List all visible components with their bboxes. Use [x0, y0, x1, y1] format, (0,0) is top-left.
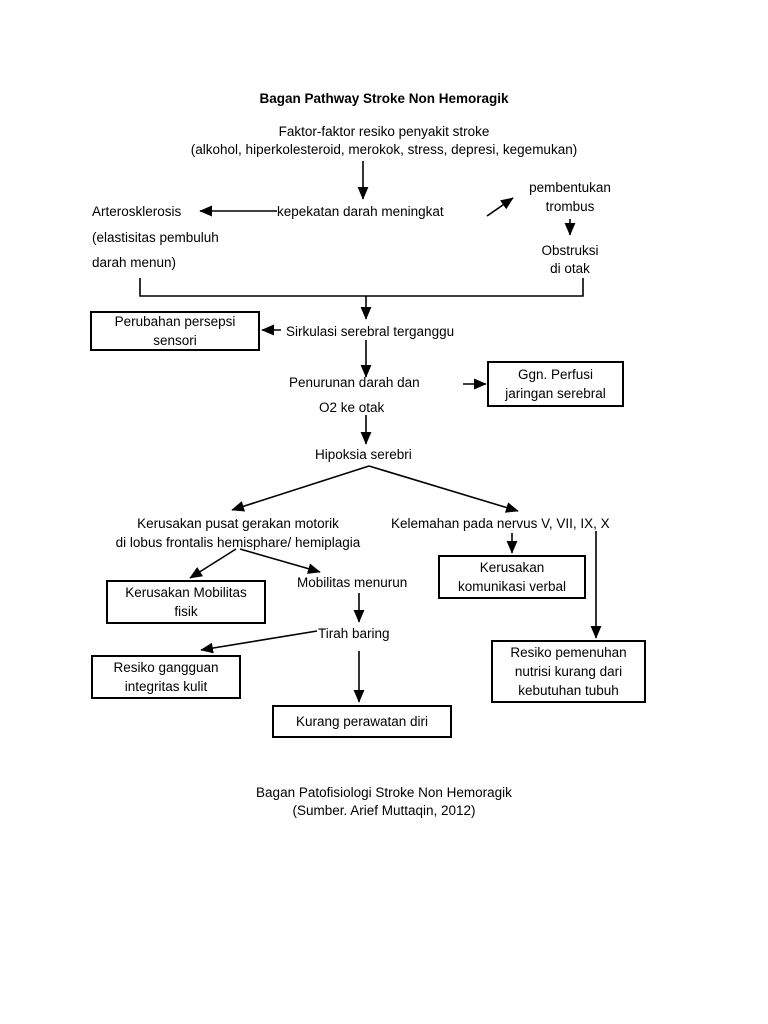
node-arterosklerosis-line2: (elastisitas pembuluh: [92, 230, 219, 245]
node-mobilitas-menurun: Mobilitas menurun: [297, 575, 408, 590]
node-arterosklerosis-line3: darah menun): [92, 255, 177, 270]
caption-line2: (Sumber. Arief Muttaqin, 2012): [292, 803, 476, 818]
node-obstruksi-line1: Obstruksi: [541, 243, 599, 258]
box-ggn-perfusi-label: Ggn. Perfusi jaringan serebral: [505, 367, 606, 401]
box-perubahan-persepsi-sensori-label: Perubahan persepsi sensori: [114, 314, 236, 348]
node-pembentukan-trombus-line2: trombus: [545, 199, 595, 214]
box-resiko-nutrisi-label: Resiko pemenuhan nutrisi kurang dari keb…: [510, 645, 627, 698]
arrow-tirah-to-integritas: [200, 630, 318, 654]
node-penurunan-line2: O2 ke otak: [319, 400, 385, 415]
box-resiko-pemenuhan-nutrisi[interactable]: Resiko pemenuhan nutrisi kurang dari keb…: [491, 640, 646, 703]
node-kerusakan-motorik-line2: di lobus frontalis hemisphare/ hemiplagi…: [115, 535, 361, 550]
box-kerusakan-mobilitas-fisik-label: Kerusakan Mobilitas fisik: [125, 585, 247, 619]
node-kelemahan-nervus: Kelemahan pada nervus V, VII, IX, X: [391, 516, 610, 531]
box-ggn-perfusi-jaringan-serebral[interactable]: Ggn. Perfusi jaringan serebral: [487, 361, 624, 407]
node-tirah-baring: Tirah baring: [318, 626, 390, 641]
box-kurang-perawatan-diri[interactable]: Kurang perawatan diri: [272, 705, 452, 738]
arrow-hipoksia-to-nervus: [368, 465, 519, 513]
page-title: Bagan Pathway Stroke Non Hemoragik: [259, 91, 509, 106]
caption-line1: Bagan Patofisiologi Stroke Non Hemoragik: [256, 785, 512, 800]
node-arterosklerosis: Arterosklerosis: [92, 204, 182, 219]
box-kurang-perawatan-diri-label: Kurang perawatan diri: [295, 714, 429, 729]
node-penurunan-line1: Penurunan darah dan: [289, 375, 420, 390]
box-resiko-gangguan-integritas-kulit[interactable]: Resiko gangguan integritas kulit: [91, 655, 241, 699]
node-kerusakan-motorik-line1: Kerusakan pusat gerakan motorik: [137, 516, 339, 531]
arrow-motorik-to-mobilitas-fisik: [189, 548, 237, 579]
arrow-hipoksia-to-motorik: [231, 465, 370, 512]
bracket-left-branch: [139, 278, 584, 297]
box-kerusakan-mobilitas-fisik[interactable]: Kerusakan Mobilitas fisik: [106, 580, 266, 624]
box-kerusakan-komunikasi-verbal-label: Kerusakan komunikasi verbal: [457, 560, 567, 594]
node-risk-factors-line2: (alkohol, hiperkolesteroid, merokok, str…: [190, 142, 578, 157]
node-kepekatan-darah-meningkat: kepekatan darah meningkat: [277, 204, 444, 219]
box-kerusakan-komunikasi-verbal[interactable]: Kerusakan komunikasi verbal: [438, 555, 586, 599]
node-sirkulasi-serebral-terganggu: Sirkulasi serebral terganggu: [286, 324, 455, 339]
box-perubahan-persepsi-sensori[interactable]: Perubahan persepsi sensori: [90, 311, 260, 351]
node-pembentukan-trombus-line1: pembentukan: [529, 180, 611, 195]
node-risk-factors-line1: Faktor-faktor resiko penyakit stroke: [278, 124, 490, 139]
node-obstruksi-line2: di otak: [550, 261, 590, 276]
box-resiko-integritas-label: Resiko gangguan integritas kulit: [113, 660, 219, 694]
node-hipoksia-serebri: Hipoksia serebri: [315, 447, 412, 462]
